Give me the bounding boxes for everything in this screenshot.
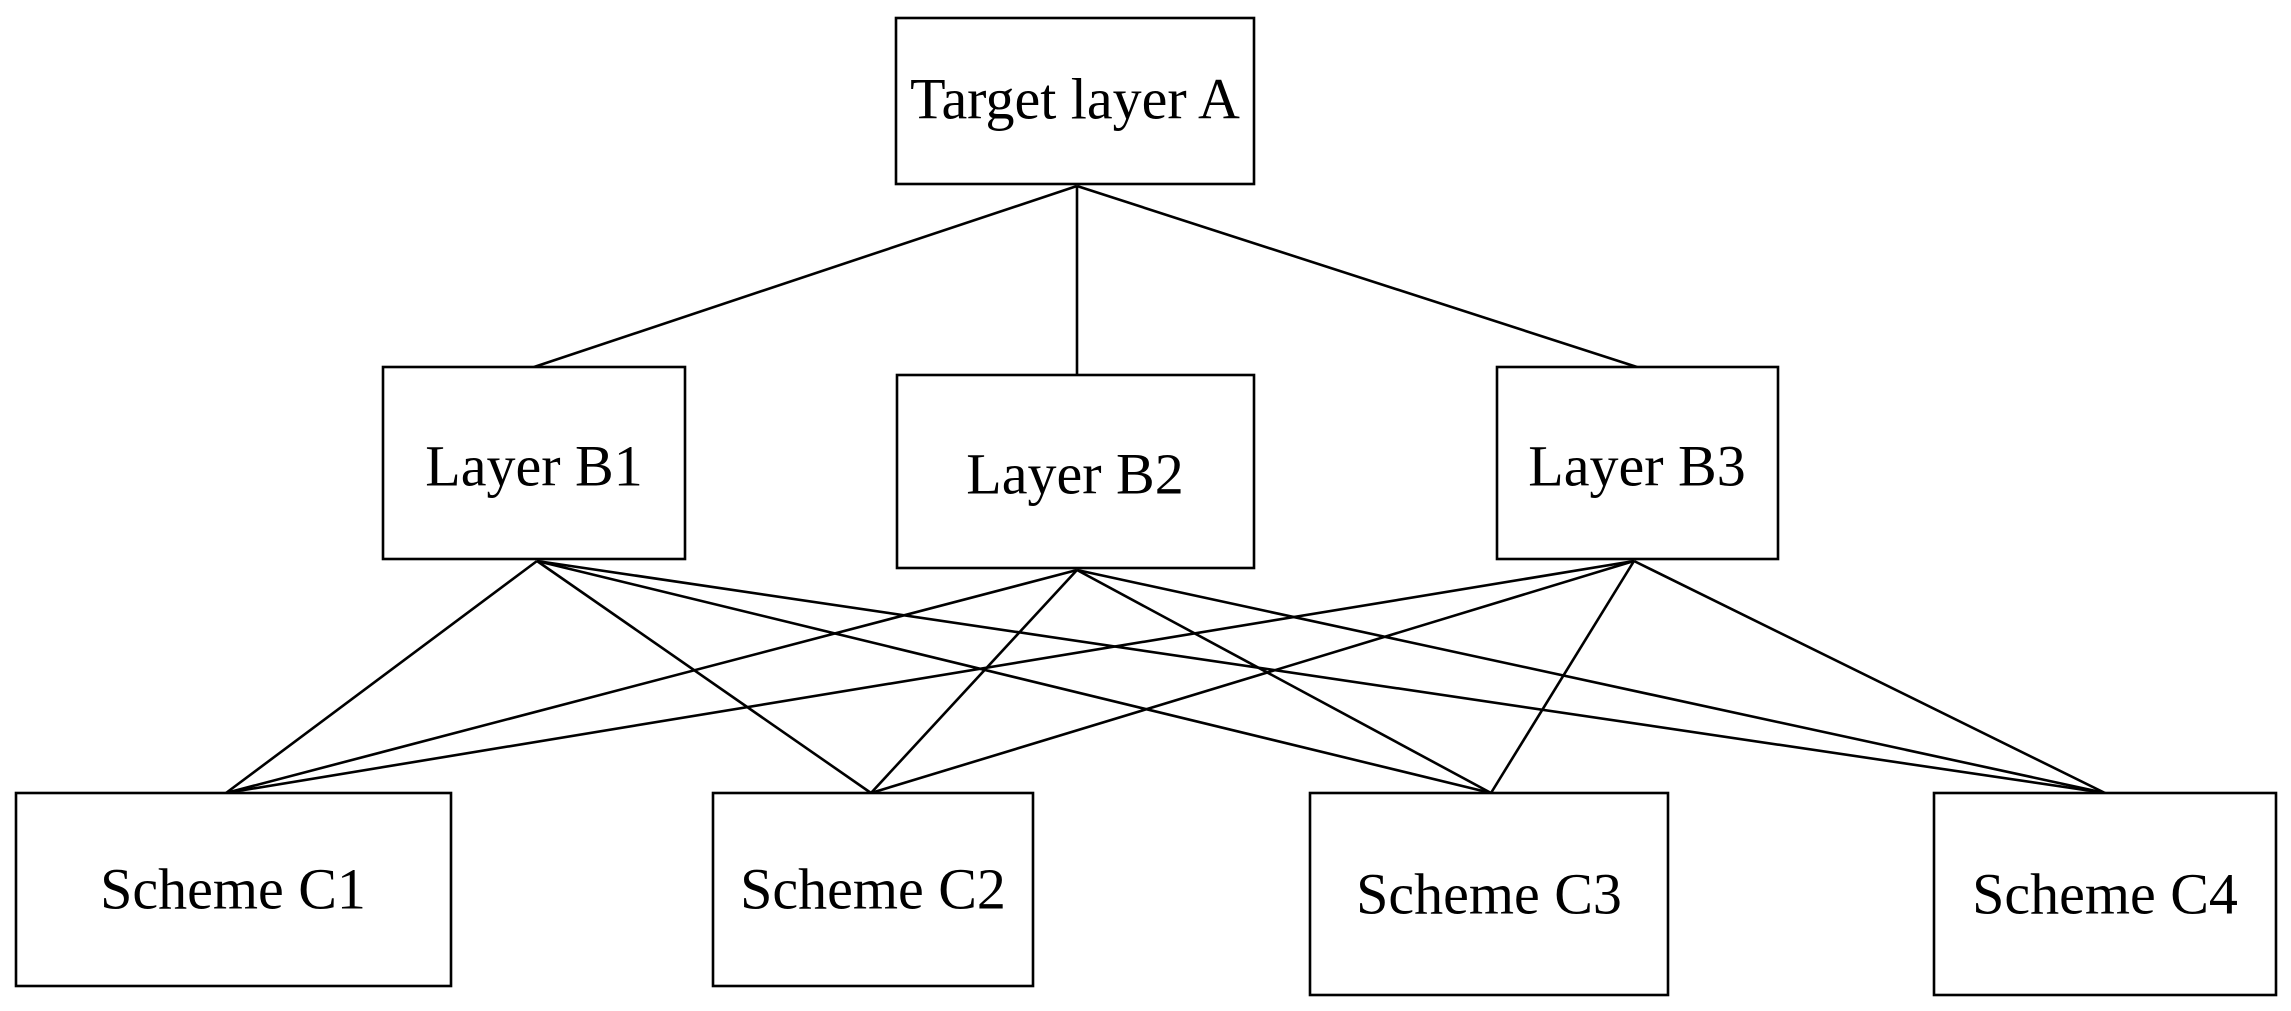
- edge-a-b3: [1076, 184, 1638, 369]
- node-target-a: Target layer A: [894, 16, 1256, 186]
- node-label: Target layer A: [910, 67, 1240, 132]
- node-layer-b1: Layer B1: [381, 365, 687, 561]
- node-scheme-c2: Scheme C2: [711, 791, 1035, 988]
- node-box: [1308, 791, 1670, 997]
- node-scheme-c3: Scheme C3: [1308, 791, 1670, 997]
- node-box: [894, 16, 1256, 186]
- node-box: [1932, 791, 2278, 997]
- edge-b3-c1: [225, 559, 1635, 795]
- edge-b3-c3: [1489, 560, 1636, 794]
- connector-lines: [225, 184, 2106, 795]
- edge-b3-c2: [870, 559, 1635, 795]
- edge-b3-c4: [1633, 559, 2106, 795]
- edge-b2-c2: [870, 569, 1078, 794]
- node-box: [1495, 365, 1780, 561]
- node-label: Scheme C4: [1972, 862, 2238, 927]
- edge-b2-c4: [1076, 568, 2106, 795]
- node-label: Scheme C3: [1356, 862, 1622, 927]
- node-box: [381, 365, 687, 561]
- node-label: Layer B1: [425, 434, 642, 499]
- node-layer-b2: Layer B2: [895, 373, 1256, 570]
- node-box: [14, 791, 453, 988]
- node-label: Scheme C2: [740, 857, 1006, 922]
- node-layer-b3: Layer B3: [1495, 365, 1780, 561]
- edge-b1-c4: [536, 559, 2106, 795]
- node-scheme-c4: Scheme C4: [1932, 791, 2278, 997]
- node-box: [895, 373, 1256, 570]
- edge-a-b1: [533, 184, 1078, 369]
- node-label: Layer B3: [1528, 434, 1745, 499]
- edge-b1-c3: [536, 559, 1492, 795]
- edge-b2-c1: [225, 568, 1078, 795]
- node-box: [711, 791, 1035, 988]
- node-label: Layer B2: [966, 442, 1183, 507]
- edge-b1-c2: [536, 559, 872, 795]
- edge-b1-c1: [225, 559, 538, 795]
- edge-b2-c3: [1076, 568, 1492, 795]
- node-label: Scheme C1: [100, 857, 366, 922]
- node-scheme-c1: Scheme C1: [14, 791, 453, 988]
